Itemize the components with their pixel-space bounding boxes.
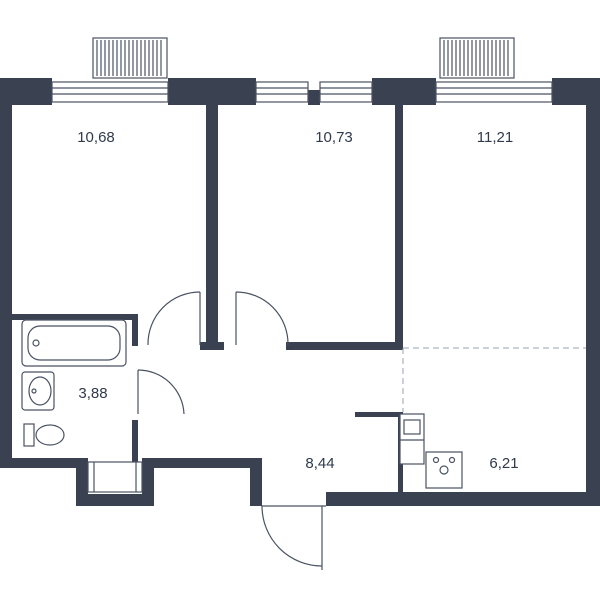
- walls: [0, 78, 600, 506]
- room-area-bathroom: 3,88: [78, 385, 107, 402]
- stove: [425, 451, 463, 489]
- kitchen-counter: [399, 413, 425, 465]
- room-area-kitchen: 6,21: [489, 455, 518, 472]
- room-area-living-room: 11,21: [477, 129, 513, 146]
- bathtub: [21, 319, 127, 367]
- zone-divider: [402, 347, 586, 412]
- sink: [21, 371, 55, 411]
- balcony-grille-right: [439, 37, 515, 79]
- room-area-bedroom-left: 10,68: [77, 129, 115, 146]
- doors: [137, 291, 326, 570]
- windows: [51, 81, 553, 493]
- room-area-bedroom-middle: 10,73: [315, 129, 353, 146]
- toilet: [23, 423, 65, 447]
- balcony-grille-left: [92, 37, 168, 79]
- room-area-hallway: 8,44: [305, 455, 334, 472]
